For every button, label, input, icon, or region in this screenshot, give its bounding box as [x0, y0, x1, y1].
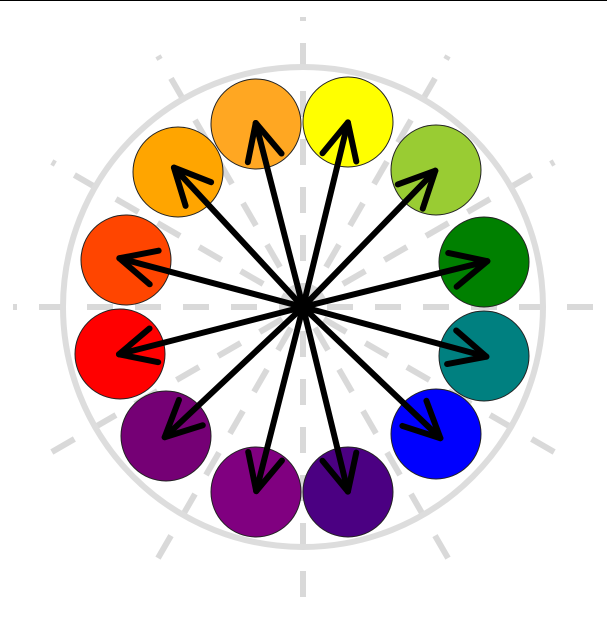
arrow-indigo	[300, 304, 360, 495]
arrow-yellow	[300, 119, 360, 310]
arrow-violet	[245, 304, 306, 495]
arrow-orange	[170, 164, 306, 310]
arrows	[115, 119, 491, 495]
arrow-red	[115, 304, 306, 366]
arrow-teal	[300, 304, 490, 368]
outer-ring	[60, 64, 546, 550]
top-border-line	[0, 0, 607, 1]
arrow-purple	[161, 304, 306, 441]
arrow-blue	[300, 304, 444, 442]
arrow-yellow-orange	[244, 119, 306, 310]
arrow-green	[300, 249, 491, 310]
arrow-yellow-green	[300, 167, 439, 310]
arrow-red-orange	[116, 247, 306, 310]
